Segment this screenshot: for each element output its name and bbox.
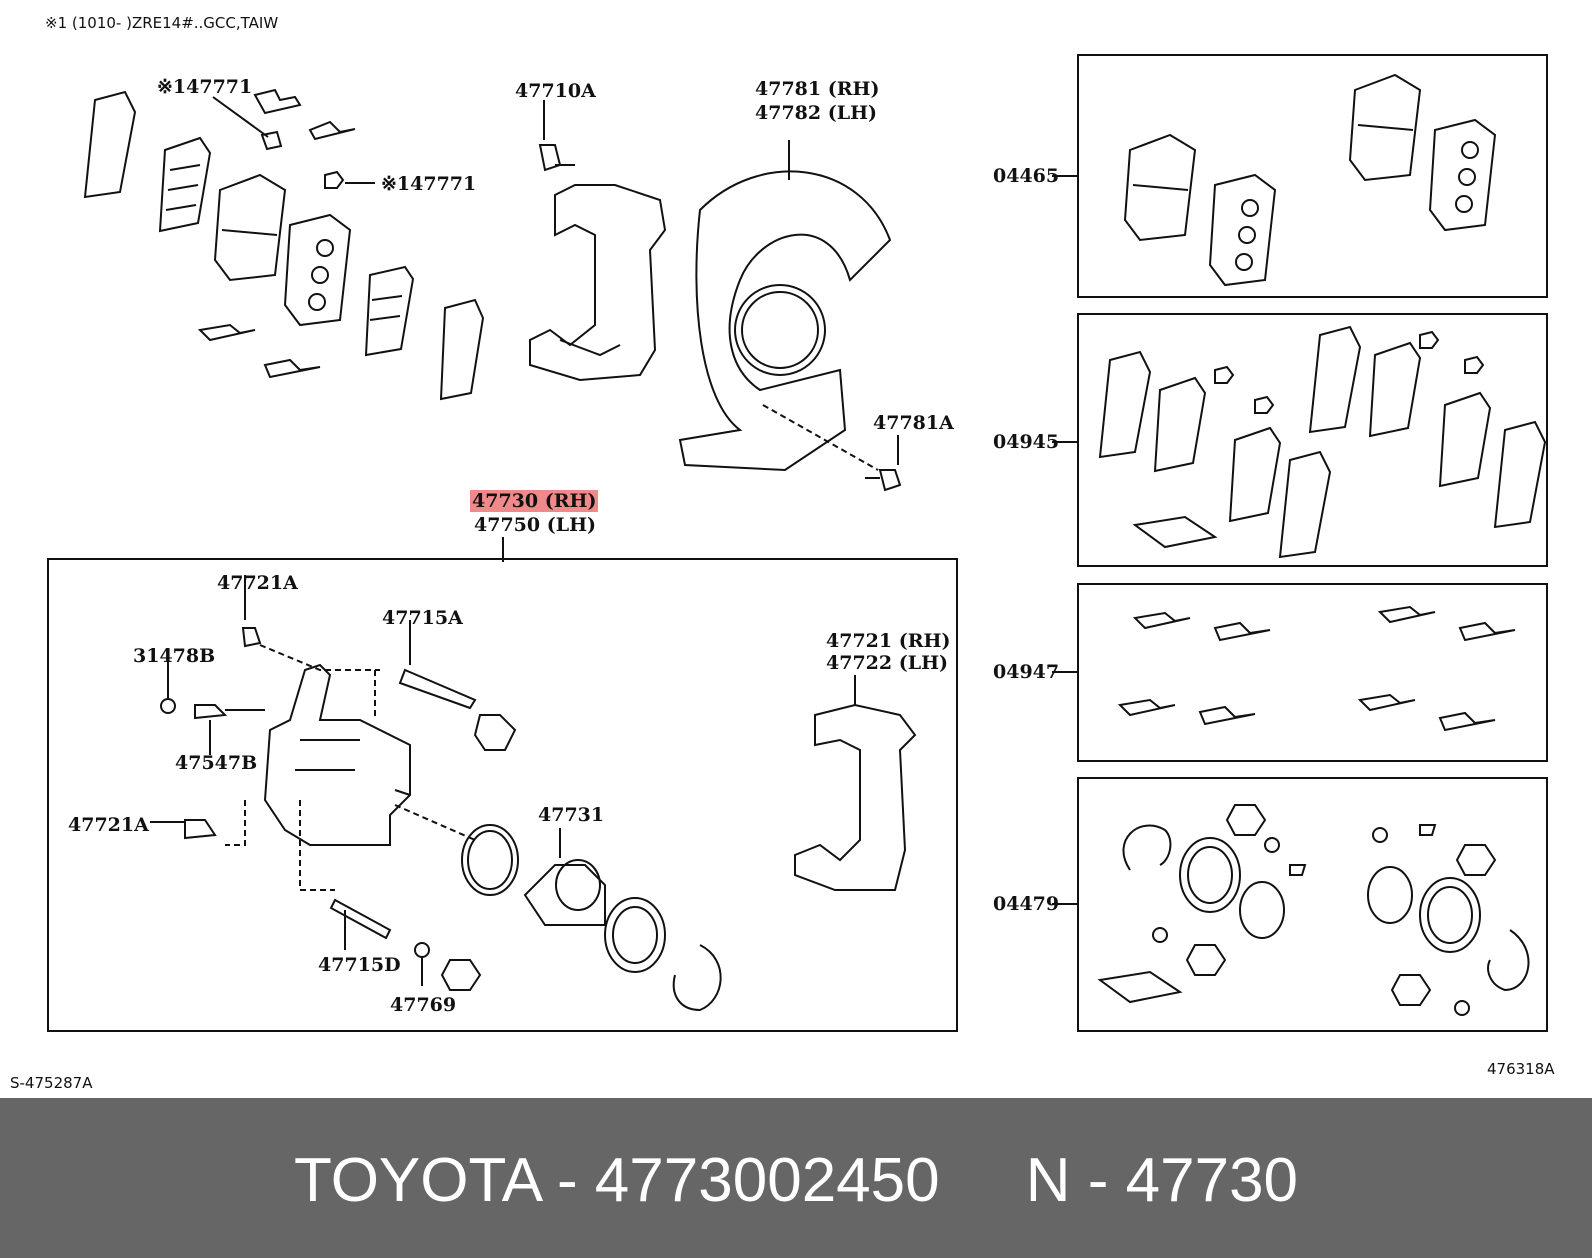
- label-04945[interactable]: 04945: [993, 431, 1060, 453]
- label-47715A[interactable]: 47715A: [382, 607, 463, 629]
- label-47710A[interactable]: 47710A: [515, 80, 596, 102]
- label-47771-top[interactable]: ※147771: [157, 76, 253, 98]
- label-47781A[interactable]: 47781A: [873, 412, 954, 434]
- seal-kit-icon: [1097, 804, 1530, 1016]
- label-04947[interactable]: 04947: [993, 661, 1060, 683]
- diagram-code-left: S-475287A: [10, 1074, 93, 1092]
- label-47715D[interactable]: 47715D: [318, 954, 401, 976]
- clip-icon: [197, 88, 356, 379]
- pad-kit-icon: [1123, 73, 1497, 287]
- caliper-body-icon: [263, 663, 411, 846]
- header-note: ※1 (1010- )ZRE14#..GCC,TAIW: [45, 14, 279, 32]
- label-04465[interactable]: 04465: [993, 165, 1060, 187]
- label-47721A-top[interactable]: 47721A: [217, 572, 298, 594]
- label-47730-rh[interactable]: 47730 (RH): [470, 490, 599, 512]
- shim-kit-icon: [1098, 325, 1547, 559]
- label-47731[interactable]: 47731: [538, 804, 605, 826]
- diagram-code-right: 476318A: [1487, 1060, 1555, 1078]
- label-47721A-left[interactable]: 47721A: [68, 814, 149, 836]
- label-47750-lh[interactable]: 47750 (LH): [474, 514, 597, 536]
- caliper-bracket-icon: [794, 675, 917, 891]
- label-47782-lh[interactable]: 47782 (LH): [755, 102, 878, 124]
- kit-box-04947: [1077, 583, 1548, 762]
- label-47721-rh[interactable]: 47721 (RH): [826, 630, 951, 652]
- label-47722-lh[interactable]: 47722 (LH): [826, 652, 949, 674]
- label-47547B[interactable]: 47547B: [175, 752, 258, 774]
- label-47771-mid[interactable]: ※147771: [381, 173, 477, 195]
- pad-illustration-icon: [83, 90, 485, 401]
- kit-box-04465: [1077, 54, 1548, 298]
- kit-box-04945: [1077, 313, 1548, 567]
- caliper-assembly-box: [47, 558, 958, 1032]
- label-47769[interactable]: 47769: [390, 994, 457, 1016]
- label-04479[interactable]: 04479: [993, 893, 1060, 915]
- footer-bar: [0, 1098, 1592, 1258]
- disc-shield-icon: [678, 140, 892, 472]
- parts-diagram-art: [83, 73, 1547, 1016]
- highlighted-part-number: 47730 (RH): [470, 490, 599, 512]
- footer-part-title: TOYOTA - 4773002450 N - 47730: [293, 1146, 1299, 1215]
- label-31478B[interactable]: 31478B: [133, 645, 216, 667]
- caliper-bracket-icon: [529, 144, 667, 382]
- kit-box-04479: [1077, 777, 1548, 1032]
- label-47781-rh[interactable]: 47781 (RH): [755, 78, 880, 100]
- clip-kit-icon: [1117, 605, 1516, 732]
